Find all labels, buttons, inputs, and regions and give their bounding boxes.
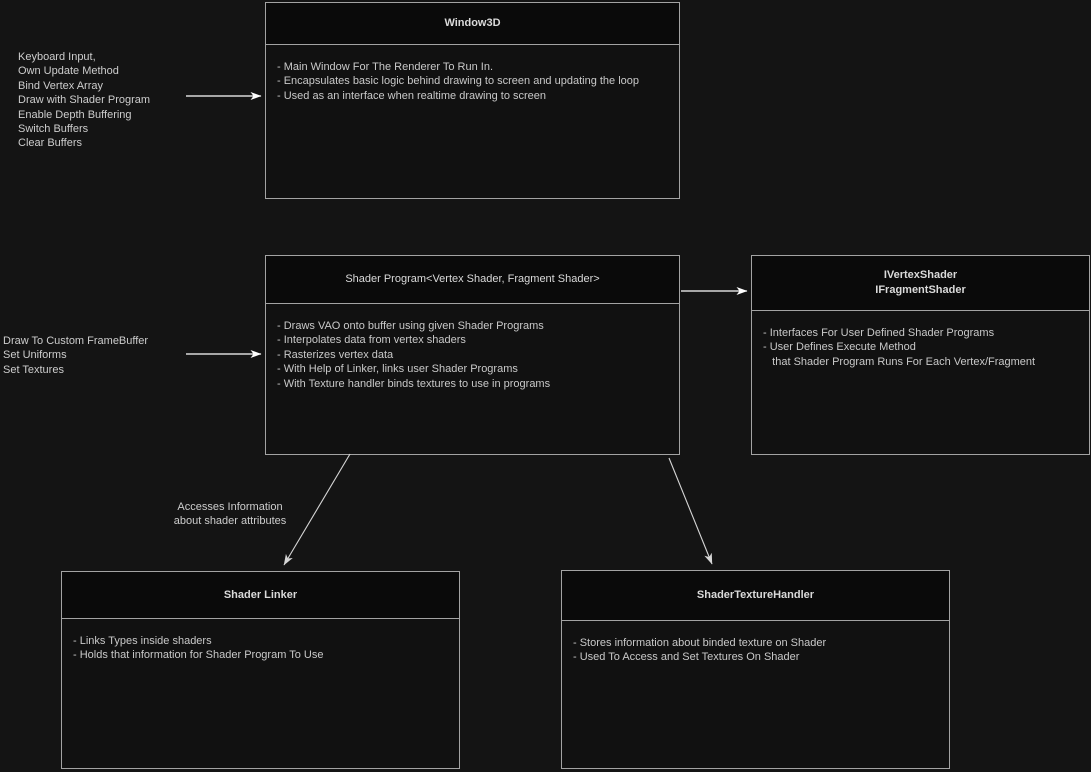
node-header-shader-program: Shader Program<Vertex Shader, Fragment S… (266, 256, 679, 304)
node-body-line: - Interpolates data from vertex shaders (277, 334, 466, 347)
arrow-shader-program-to-texture-handler[interactable] (668, 457, 713, 565)
annotation-line: about shader attributes (173, 515, 287, 528)
node-body-shader-linker: - Links Types inside shaders - Holds that… (62, 619, 459, 663)
annotation-line: Own Update Method (18, 65, 119, 78)
node-body-shader-program: - Draws VAO onto buffer using given Shad… (266, 304, 679, 391)
annotation-line: Switch Buffers (18, 123, 89, 136)
node-shader-texture-handler[interactable]: ShaderTextureHandler - Stores information… (561, 570, 950, 769)
node-body-line: - Links Types inside shaders (73, 635, 212, 647)
node-shader-program[interactable]: Shader Program<Vertex Shader, Fragment S… (265, 255, 680, 455)
annotation-line: Draw To Custom FrameBuffer (3, 335, 149, 347)
node-body-line: - Rasterizes vertex data (277, 348, 394, 361)
node-body-line: - Used To Access and Set Textures On Sha… (573, 651, 800, 664)
node-title-line: Window3D (444, 17, 501, 29)
annotation-line: Set Textures (3, 363, 64, 376)
node-header-shader-texture-handler: ShaderTextureHandler (562, 571, 949, 621)
annotation-line: Set Uniforms (3, 349, 67, 362)
annotation-line: Clear Buffers (18, 137, 82, 150)
node-body-line: - With Texture handler binds textures to… (277, 377, 551, 390)
node-body-window3d: - Main Window For The Renderer To Run In… (266, 45, 679, 103)
node-body-shader-interfaces: - Interfaces For User Defined Shader Pro… (752, 311, 1089, 369)
node-body-line: - Holds that information for Shader Prog… (73, 649, 324, 662)
annotation-line: Keyboard Input, (18, 51, 96, 63)
node-header-shader-linker: Shader Linker (62, 572, 459, 619)
node-body-line: - User Defines Execute Method (763, 341, 916, 354)
node-window3d[interactable]: Window3D - Main Window For The Renderer T… (265, 2, 680, 199)
annotation-line: Enable Depth Buffering (18, 108, 132, 121)
annotation-linker-edge-label[interactable]: Accesses Information about shader attribu… (160, 500, 300, 529)
node-title-line: Shader Linker (223, 588, 298, 601)
node-body-line: - Interfaces For User Defined Shader Pro… (763, 327, 995, 339)
node-body-line: - With Help of Linker, links user Shader… (277, 363, 518, 376)
annotation-line: Bind Vertex Array (18, 79, 103, 92)
node-body-line: - Stores information about binded textur… (573, 637, 827, 649)
node-title-line: ShaderTextureHandler (696, 589, 815, 601)
node-header-window3d: Window3D (266, 3, 679, 45)
node-body-line: - Used as an interface when realtime dra… (277, 89, 547, 102)
node-body-line: - Main Window For The Renderer To Run In… (277, 61, 494, 73)
node-body-shader-texture-handler: - Stores information about binded textur… (562, 621, 949, 665)
node-title-line: IVertexShader (883, 269, 958, 281)
node-title-line: IFragmentShader (875, 284, 966, 296)
annotation-line: Draw with Shader Program (18, 94, 151, 107)
node-body-line: that Shader Program Runs For Each Vertex… (763, 355, 1036, 368)
node-shader-linker[interactable]: Shader Linker - Links Types inside shader… (61, 571, 460, 769)
node-title-line: Shader Program<Vertex Shader, Fragment S… (345, 273, 600, 285)
node-body-line: - Encapsulates basic logic behind drawin… (277, 75, 640, 88)
annotation-line: Accesses Information (177, 501, 283, 513)
node-body-line: - Draws VAO onto buffer using given Shad… (277, 320, 544, 332)
